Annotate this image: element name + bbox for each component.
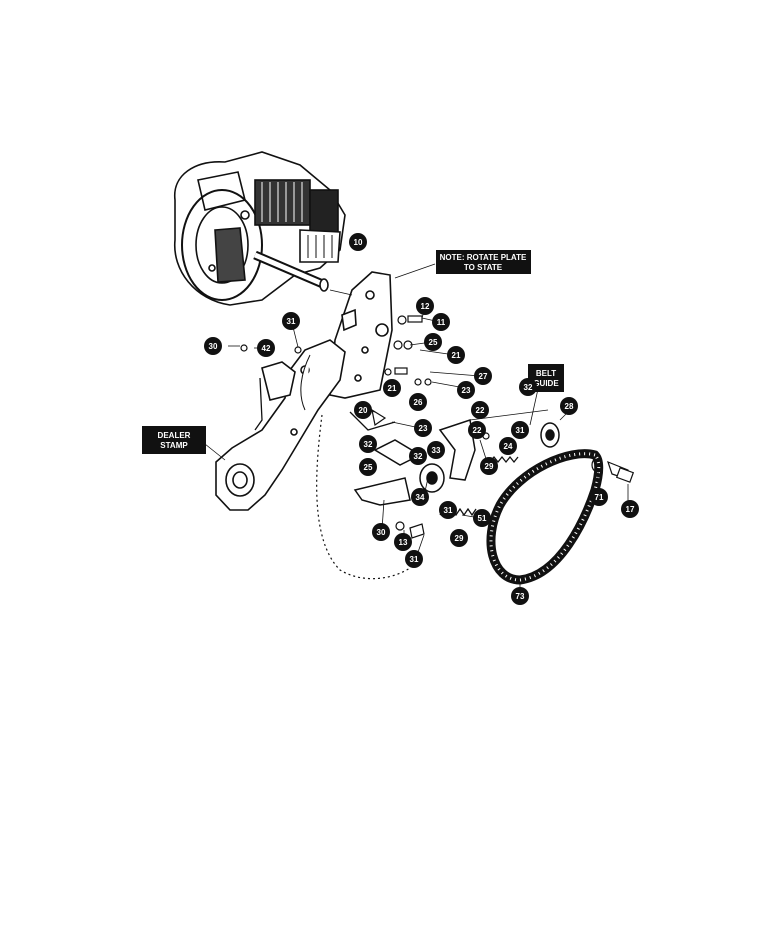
callout-marker: 29	[450, 529, 468, 547]
cable-path	[316, 414, 411, 580]
svg-text:22: 22	[473, 426, 482, 435]
svg-text:32: 32	[524, 383, 533, 392]
callout-marker: 31	[384, 459, 402, 477]
callout-marker: 12	[416, 297, 434, 315]
callout-marker: 23	[457, 381, 475, 399]
callout-marker: 34	[411, 488, 429, 506]
callout-marker: 31	[439, 501, 457, 519]
callout-marker: 11	[432, 313, 450, 331]
svg-text:10: 10	[354, 238, 363, 247]
svg-text:73: 73	[516, 592, 525, 601]
callout-marker: 31	[405, 550, 423, 568]
callout-marker: 26	[409, 393, 427, 411]
callout-marker: 21	[383, 379, 401, 397]
callout-marker: 22	[471, 401, 489, 419]
svg-text:26: 26	[414, 398, 423, 407]
callout-marker: 71	[590, 488, 608, 506]
callout-marker: 33	[427, 441, 445, 459]
callout-marker: 25	[359, 458, 377, 476]
svg-text:11: 11	[437, 318, 446, 327]
svg-text:25: 25	[364, 463, 373, 472]
callout-marker: 31	[511, 421, 529, 439]
svg-text:21: 21	[452, 351, 461, 360]
callout-marker: 24	[499, 437, 517, 455]
svg-text:31: 31	[444, 506, 453, 515]
callout-marker: 30	[204, 337, 222, 355]
svg-text:32: 32	[364, 440, 373, 449]
svg-text:29: 29	[455, 534, 464, 543]
svg-text:22: 22	[476, 406, 485, 415]
callout-marker: 17	[621, 500, 639, 518]
callout-markers: 10 12 11 25 21 27 23 28 31 30 42 21 26 2…	[204, 233, 639, 605]
svg-text:27: 27	[479, 372, 488, 381]
callout-marker: 32	[519, 378, 537, 396]
callout-marker: 28	[560, 397, 578, 415]
svg-text:34: 34	[416, 493, 425, 502]
svg-text:25: 25	[429, 338, 438, 347]
svg-text:31: 31	[287, 317, 296, 326]
callout-marker: 21	[447, 346, 465, 364]
callout-marker: 23	[414, 419, 432, 437]
svg-text:33: 33	[432, 446, 441, 455]
callout-marker: 29	[480, 457, 498, 475]
svg-text:GUIDE: GUIDE	[533, 379, 559, 388]
callout-marker: 27	[474, 367, 492, 385]
idler-bracket	[349, 411, 476, 506]
svg-text:DEALER: DEALER	[158, 431, 191, 440]
callout-marker: 42	[257, 339, 275, 357]
svg-text:13: 13	[399, 538, 408, 547]
svg-text:21: 21	[388, 384, 397, 393]
svg-text:28: 28	[565, 402, 574, 411]
callout-marker: 10	[349, 233, 367, 251]
svg-text:42: 42	[262, 344, 271, 353]
svg-text:20: 20	[359, 406, 368, 415]
svg-text:31: 31	[516, 426, 525, 435]
svg-text:BELT: BELT	[536, 369, 556, 378]
svg-text:23: 23	[419, 424, 428, 433]
svg-text:30: 30	[377, 528, 386, 537]
svg-text:30: 30	[209, 342, 218, 351]
svg-text:TO STATE: TO STATE	[464, 263, 503, 272]
callout-marker: 31	[282, 312, 300, 330]
deck-bracket	[215, 339, 346, 511]
engine-drawing	[174, 151, 346, 306]
callout-marker: 73	[511, 587, 529, 605]
callout-marker: 51	[473, 509, 491, 527]
svg-text:51: 51	[478, 514, 487, 523]
svg-text:24: 24	[504, 442, 513, 451]
svg-text:71: 71	[595, 493, 604, 502]
svg-text:31: 31	[410, 555, 419, 564]
drive-belt	[486, 449, 604, 585]
callout-marker: 25	[424, 333, 442, 351]
callout-marker: 22	[468, 421, 486, 439]
callout-marker: 20	[354, 401, 372, 419]
svg-text:32: 32	[414, 452, 423, 461]
belt-guide-spring	[489, 455, 519, 464]
callout-marker: 34	[479, 416, 497, 434]
svg-text:STAMP: STAMP	[160, 441, 188, 450]
svg-text:NOTE: ROTATE PLATE: NOTE: ROTATE PLATE	[440, 253, 527, 262]
callout-marker: 32	[409, 447, 427, 465]
svg-text:29: 29	[485, 462, 494, 471]
callout-marker: 30	[372, 523, 390, 541]
dealer-stamp-label: DEALER STAMP	[142, 426, 206, 454]
note-rotate-plate-label: NOTE: ROTATE PLATE TO STATE	[436, 250, 531, 274]
callout-marker: 32	[359, 435, 377, 453]
svg-text:17: 17	[626, 505, 635, 514]
svg-text:12: 12	[421, 302, 430, 311]
svg-text:23: 23	[462, 386, 471, 395]
callout-marker: 13	[394, 533, 412, 551]
belt-pulley	[540, 422, 560, 448]
